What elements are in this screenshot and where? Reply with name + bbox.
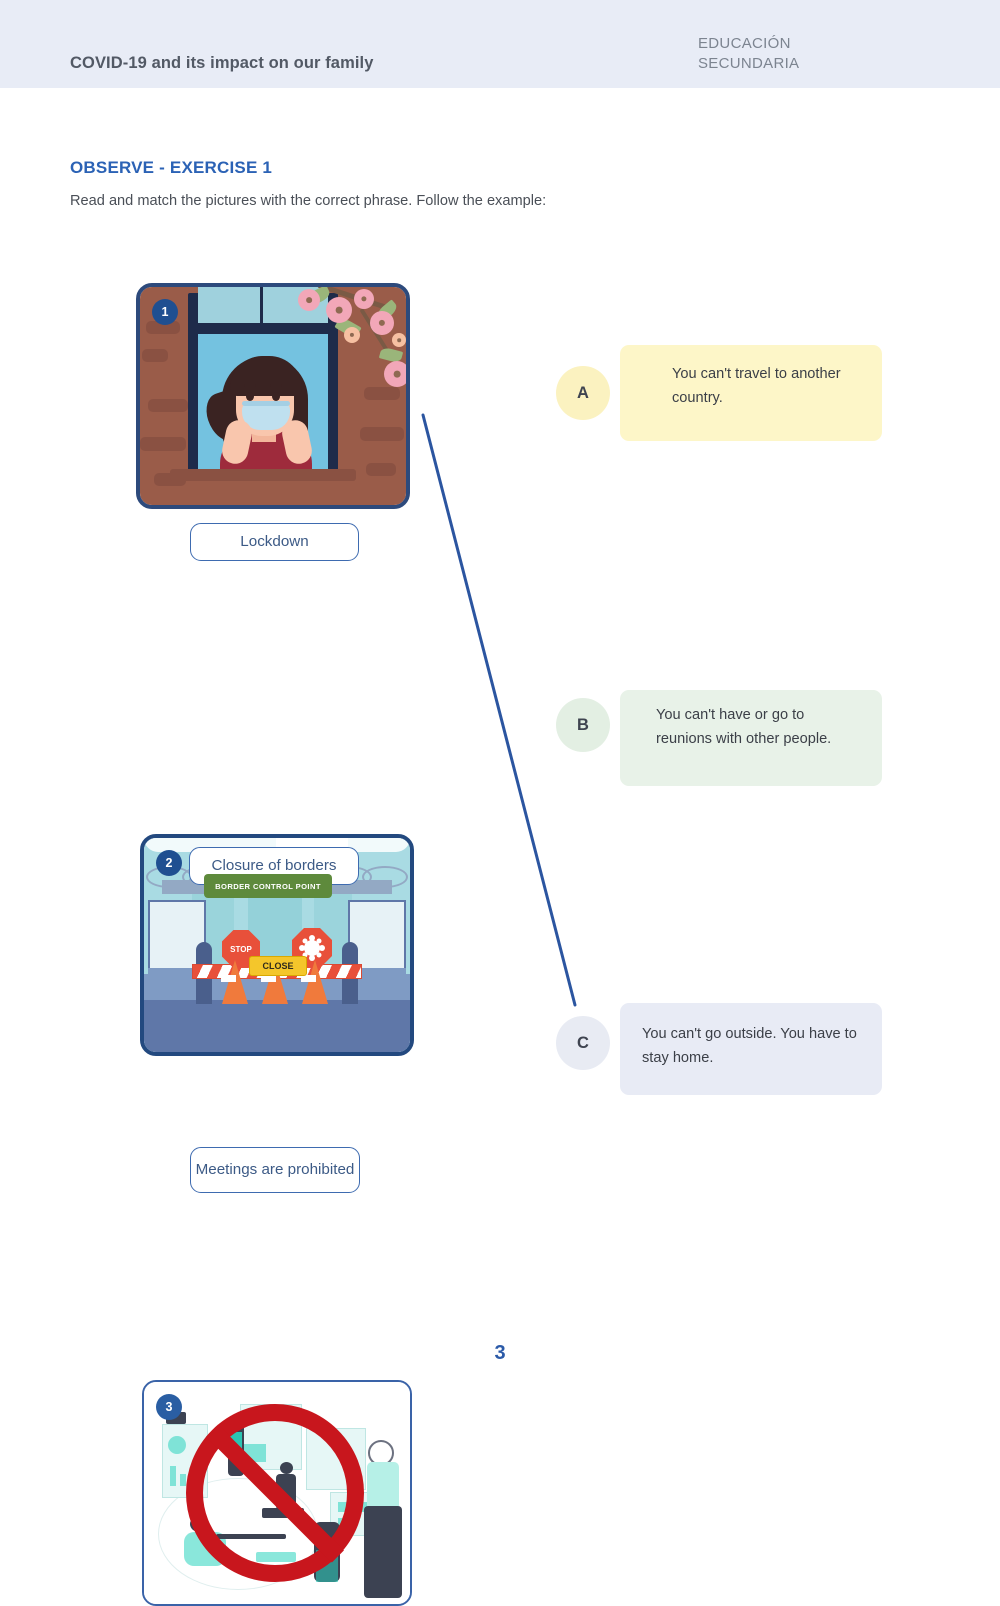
border-control-sign: BORDER CONTROL POINT [204, 874, 332, 898]
picture-number-badge-3: 3 [156, 1394, 182, 1420]
option-text-a[interactable]: You can't travel to another country. [620, 345, 882, 441]
picture-card-3[interactable]: 3 [142, 1380, 412, 1606]
traffic-cone [222, 960, 248, 1004]
brick [364, 387, 400, 400]
blossom-bud [344, 327, 360, 343]
picture-number-badge-2: 2 [156, 850, 182, 876]
brick [148, 399, 188, 412]
blossom-flower [326, 297, 352, 323]
option-text-c[interactable]: You can't go outside. You have to stay h… [620, 1003, 882, 1095]
water-cooler-tank [367, 1462, 399, 1508]
option-letter-a[interactable]: A [556, 366, 610, 420]
chart-bar [170, 1466, 176, 1486]
picture-card-2[interactable]: BORDER CONTROL POINT STOP CLOSE 2 [140, 834, 414, 1056]
picture-number-badge-1: 1 [152, 299, 178, 325]
blossom-bud [392, 333, 406, 347]
girl-eyebrow-right [270, 384, 282, 387]
girl-eye-left [246, 392, 254, 401]
brick [146, 321, 180, 334]
face-mask-top-edge [242, 401, 290, 406]
option-letter-c[interactable]: C [556, 1016, 610, 1070]
blossom-flower [298, 289, 320, 311]
traffic-cone-band [261, 975, 276, 982]
close-sign: CLOSE [249, 956, 307, 976]
option-letter-b[interactable]: B [556, 698, 610, 752]
header-subtitle-line2: SECUNDARIA [698, 55, 800, 72]
traffic-cone-band [301, 975, 316, 982]
road-lower [144, 1000, 410, 1052]
brick [142, 349, 168, 362]
water-cooler [364, 1506, 402, 1598]
chart-bar [180, 1474, 186, 1486]
brick [366, 463, 396, 476]
traffic-cone-band [221, 975, 236, 982]
girl-eye-right [272, 392, 280, 401]
virus-icon [304, 940, 320, 956]
blossom-flower [370, 311, 394, 335]
window-sill [170, 469, 356, 481]
header-subtitle-line1: EDUCACIÓN [698, 35, 791, 52]
picture-label-1[interactable]: Lockdown [190, 523, 359, 561]
window-main-pane [198, 334, 328, 472]
option-text-b[interactable]: You can't have or go to reunions with ot… [620, 690, 882, 786]
exercise-title: OBSERVE - EXERCISE 1 [70, 158, 273, 177]
header-subtitle: EDUCACIÓN SECUNDARIA [698, 34, 799, 74]
girl-hair-top [230, 356, 302, 396]
brick [140, 437, 186, 451]
chart-donut [168, 1436, 186, 1454]
page-number: 3 [494, 1342, 506, 1364]
window-mullion [260, 287, 263, 323]
girl-eyebrow-left [244, 384, 256, 387]
exercise-instruction: Read and match the pictures with the cor… [70, 193, 547, 209]
brick [360, 427, 404, 441]
blossom-flower [384, 361, 406, 387]
header-band [0, 0, 1000, 88]
picture-label-3[interactable]: Meetings are prohibited [190, 1147, 360, 1193]
picture-card-1[interactable]: 1 [136, 283, 410, 509]
blossom-flower [354, 289, 374, 309]
page-title: COVID-19 and its impact on our family [70, 54, 374, 72]
